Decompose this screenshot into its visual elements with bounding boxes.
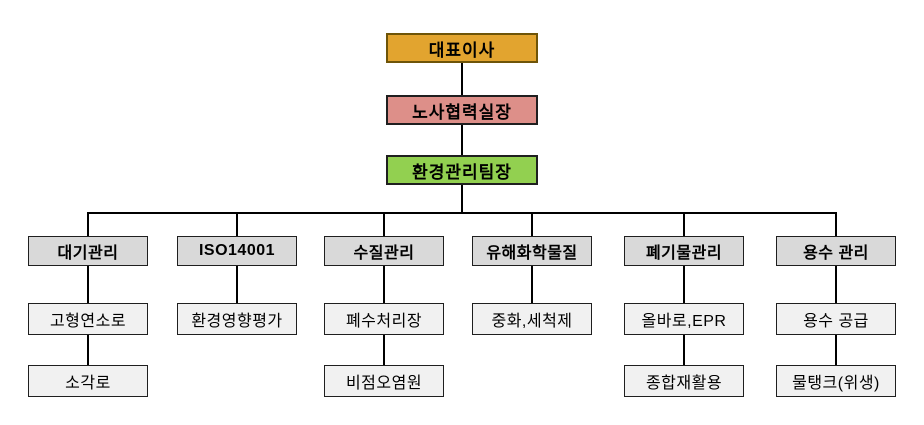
dept-hazardous-chemicals: 유해화학물질 xyxy=(472,236,592,266)
sub-neutralization-detergent: 중화,세척제 xyxy=(472,303,592,335)
connector-drop-iso14001 xyxy=(236,212,238,236)
connector-waterq-sub2 xyxy=(383,335,385,365)
node-ceo: 대표이사 xyxy=(386,33,538,63)
connector-ceo-office xyxy=(461,63,463,95)
node-labor-cooperation-office: 노사협력실장 xyxy=(386,95,538,125)
connector-drop-water-supply xyxy=(835,212,837,236)
dept-water-supply: 용수 관리 xyxy=(776,236,896,266)
connector-chem-sub1 xyxy=(531,266,533,303)
connector-air-sub1 xyxy=(87,266,89,303)
connector-waters-sub1 xyxy=(835,266,837,303)
connector-team-rail xyxy=(461,185,463,212)
connector-waste-sub1 xyxy=(683,266,685,303)
sub-nonpoint-pollution-source: 비점오염원 xyxy=(324,365,444,397)
connector-waters-sub2 xyxy=(835,335,837,365)
connector-drop-air xyxy=(87,212,89,236)
connector-air-sub2 xyxy=(87,335,89,365)
connector-drop-waste xyxy=(683,212,685,236)
sub-water-tank-sanitary: 물탱크(위생) xyxy=(776,365,896,397)
sub-environmental-impact-assessment: 환경영향평가 xyxy=(177,303,297,335)
sub-comprehensive-recycling: 종합재활용 xyxy=(624,365,744,397)
node-environment-management-team: 환경관리팀장 xyxy=(386,155,538,185)
connector-drop-hazardous-chemicals xyxy=(531,212,533,236)
sub-incinerator: 소각로 xyxy=(28,365,148,397)
connector-rail xyxy=(88,212,836,214)
dept-air-management: 대기관리 xyxy=(28,236,148,266)
dept-iso14001: ISO14001 xyxy=(177,236,297,266)
sub-wastewater-treatment-plant: 폐수처리장 xyxy=(324,303,444,335)
connector-drop-water-quality xyxy=(383,212,385,236)
sub-water-supply: 용수 공급 xyxy=(776,303,896,335)
sub-solid-fuel-furnace: 고형연소로 xyxy=(28,303,148,335)
connector-waste-sub2 xyxy=(683,335,685,365)
connector-iso-sub1 xyxy=(236,266,238,303)
dept-water-quality: 수질관리 xyxy=(324,236,444,266)
sub-allbaro-epr: 올바로,EPR xyxy=(624,303,744,335)
connector-office-team xyxy=(461,125,463,155)
connector-waterq-sub1 xyxy=(383,266,385,303)
dept-waste-management: 폐기물관리 xyxy=(624,236,744,266)
